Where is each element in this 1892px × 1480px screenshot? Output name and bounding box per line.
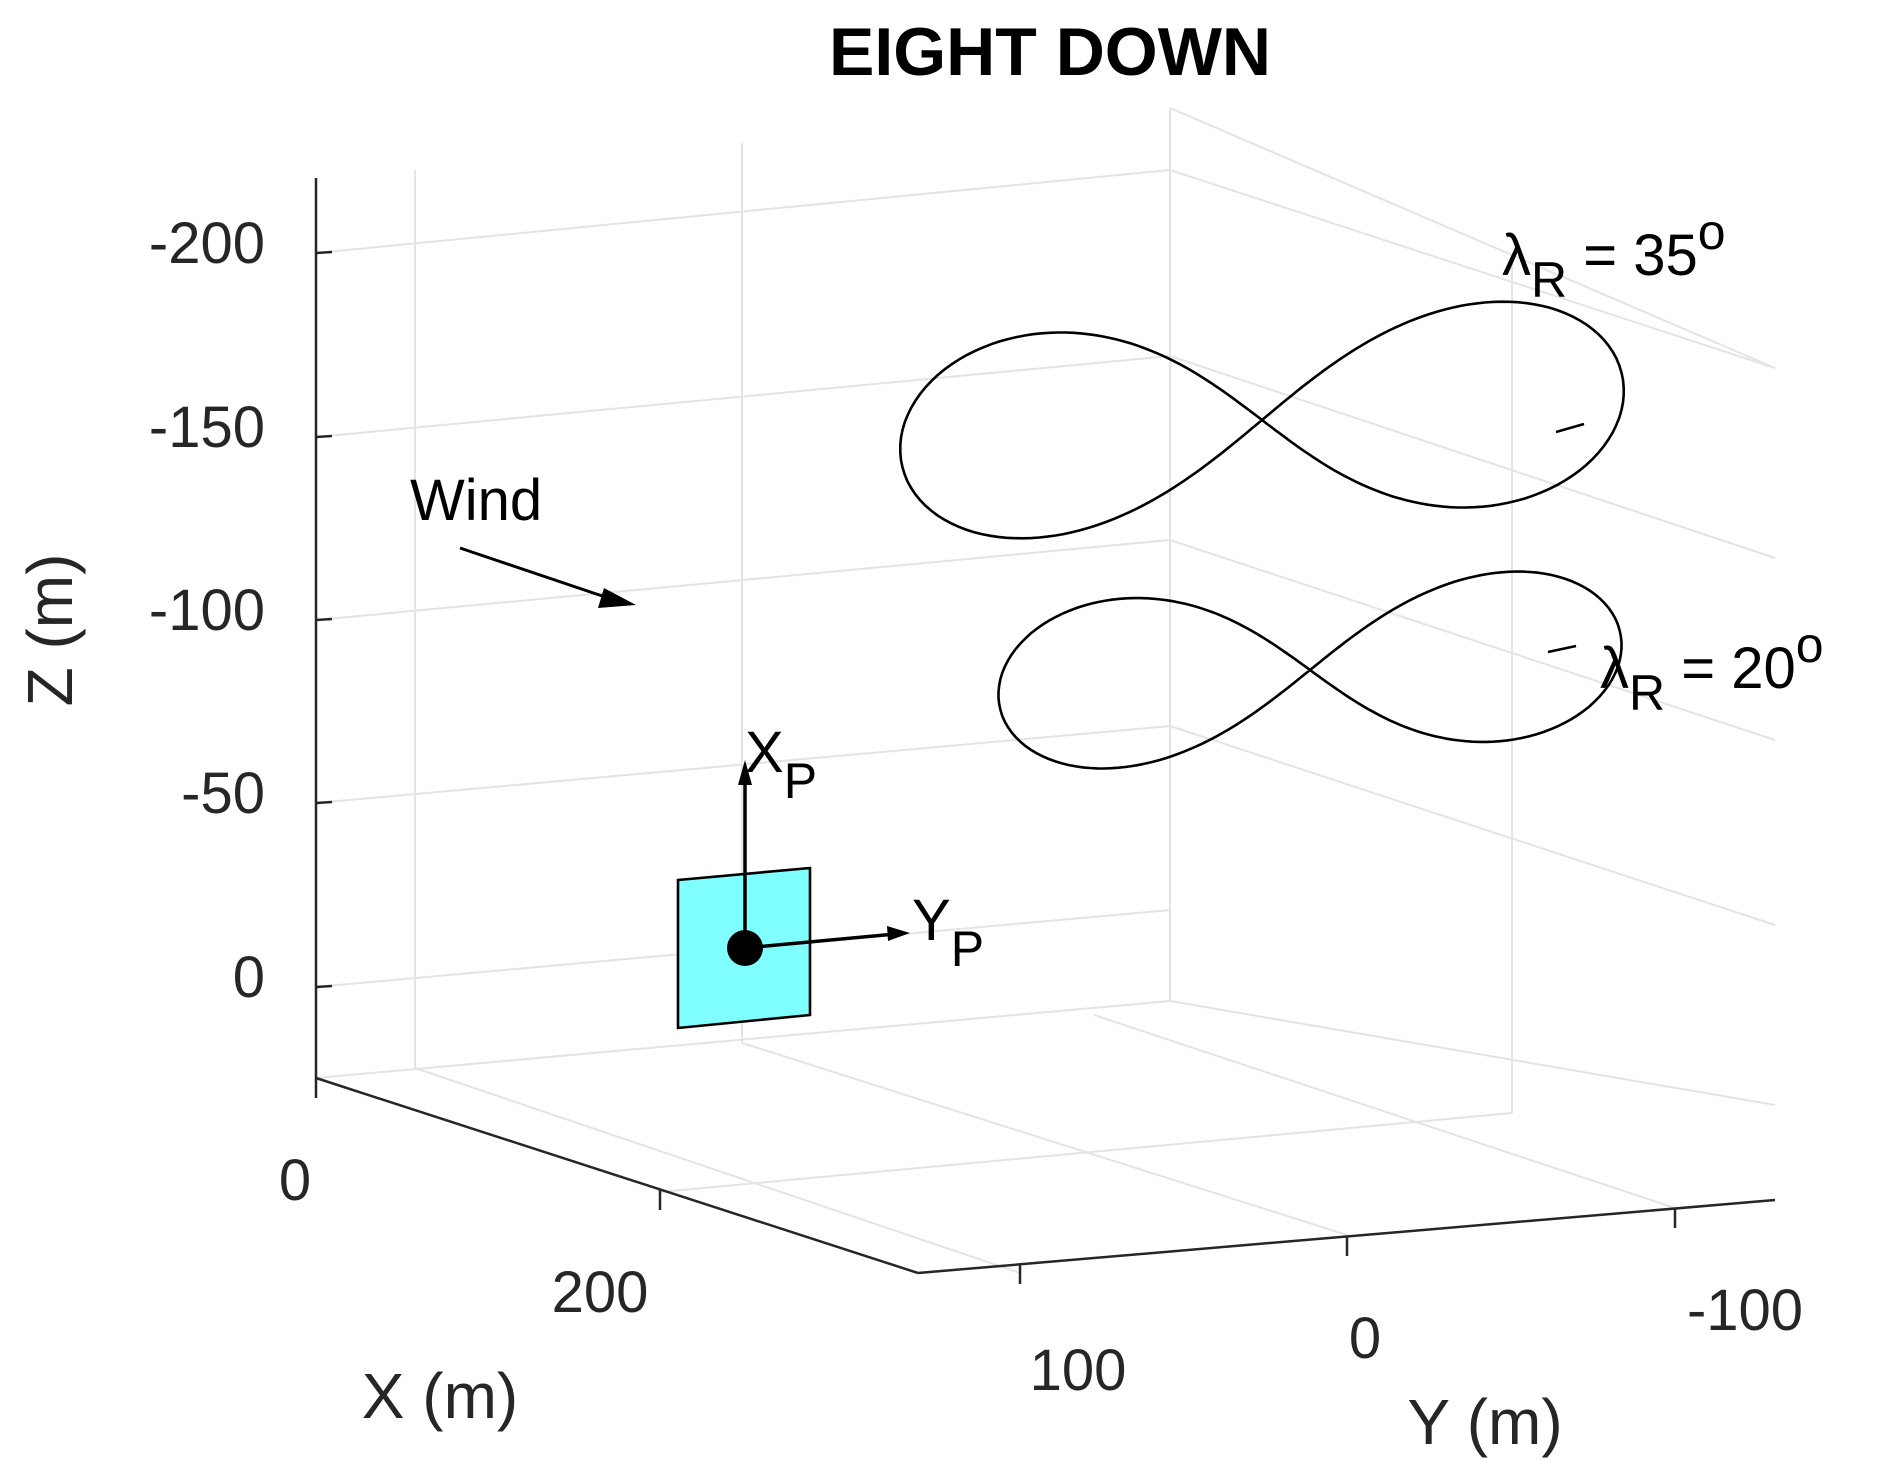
grid-line — [315, 725, 1171, 804]
xp-axis-arrow-icon — [738, 760, 752, 948]
grid-line — [315, 1000, 1171, 1079]
grid-line — [1169, 539, 1776, 741]
z-tick — [315, 434, 333, 439]
grid-line — [1169, 1000, 1776, 1106]
z-tick-labels: -200 -150 -100 -50 0 — [149, 211, 265, 1010]
x-tick-labels: 0 200 — [279, 1148, 649, 1325]
wind-label: Wind — [410, 468, 542, 533]
z-tick-label: -100 — [149, 578, 265, 643]
series-label-lambda-20: λR = 20o — [1600, 617, 1824, 721]
platform-origin-dot — [727, 930, 763, 966]
series-line-lambda-20 — [997, 570, 1623, 770]
z-tick-label: -200 — [149, 211, 265, 276]
z-axis-title: Z (m) — [14, 554, 86, 707]
grid-line — [1093, 1014, 1676, 1209]
y-tick-label: 100 — [1030, 1338, 1127, 1403]
grid-line — [1169, 107, 1776, 369]
yp-axis-arrow-icon — [744, 926, 910, 950]
x-tick-label: 200 — [552, 1260, 649, 1325]
z-tick — [315, 617, 333, 622]
y-tick-label: 0 — [1349, 1306, 1381, 1371]
z-tick — [315, 984, 333, 989]
y-tick-label: -100 — [1687, 1278, 1803, 1343]
series-marker-lambda-20 — [1547, 644, 1577, 654]
z-tick-label: -150 — [149, 395, 265, 460]
xp-axis-label: XP — [745, 720, 817, 809]
y-axis-title: Y (m) — [1407, 1386, 1562, 1458]
yp-axis-label: YP — [912, 888, 984, 977]
x-axis-title: X (m) — [362, 1360, 518, 1432]
grid-line — [315, 355, 1171, 438]
axes — [314, 178, 1776, 1284]
series-marker-lambda-35 — [1555, 422, 1585, 434]
z-tick — [315, 800, 333, 805]
z-tick-label: 0 — [233, 945, 265, 1010]
grid-line — [315, 169, 1171, 254]
y-tick-labels: 100 0 -100 — [1030, 1278, 1803, 1403]
grid-line — [414, 1067, 1021, 1274]
grid-line — [1169, 725, 1776, 926]
grid-line — [315, 539, 1171, 621]
x-tick-label: 0 — [279, 1148, 311, 1213]
series-line-lambda-35 — [899, 300, 1625, 540]
grid-line — [741, 1042, 1348, 1236]
wind-arrow-icon — [459, 546, 636, 608]
z-tick — [315, 250, 333, 255]
series-label-lambda-35: λR = 35o — [1502, 204, 1726, 308]
x-axis-line — [315, 1076, 919, 1275]
grid — [315, 107, 1776, 1274]
grid-line — [1169, 169, 1776, 369]
z-tick-label: -50 — [181, 761, 265, 826]
chart-title: EIGHT DOWN — [829, 14, 1271, 90]
grid-line — [1169, 355, 1776, 559]
